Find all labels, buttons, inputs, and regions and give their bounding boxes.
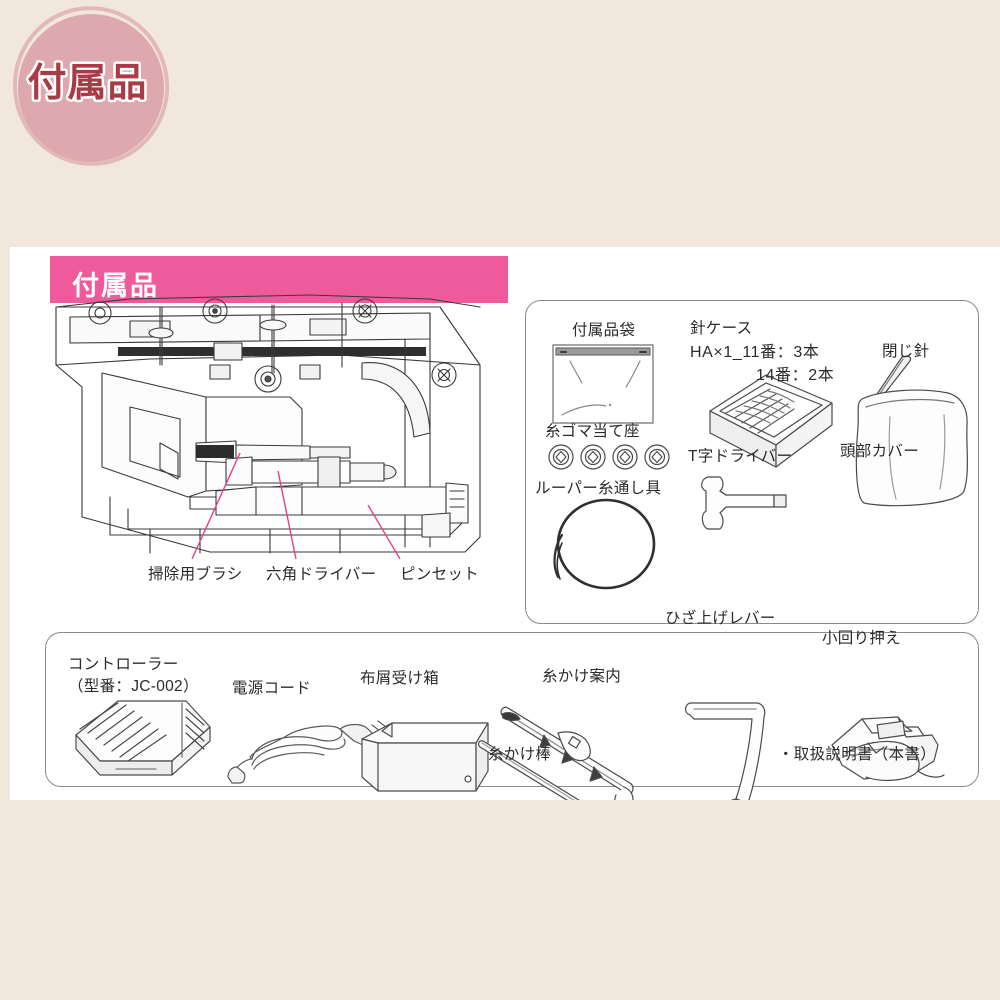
- label-controller-model: （型番：JC-002）: [68, 678, 199, 695]
- label-lint-tray: 布屑受け箱: [360, 670, 440, 687]
- label-small-presser-foot: 小回り押え: [822, 630, 902, 647]
- section-title: 付属品: [72, 271, 159, 301]
- badge-label: 付属品: [27, 62, 148, 105]
- label-knee-lift-lever: ひざ上げレバー: [665, 610, 776, 627]
- callout-label-cleaning-brush: 掃除用ブラシ: [148, 566, 243, 583]
- label-binding-needle: 閉じ針: [882, 343, 930, 360]
- label-spool-washers: 糸ゴマ当て座: [545, 423, 640, 440]
- accessories-badge: 付属品: [0, 0, 200, 200]
- label-needle-spec-14: 14番：2本: [756, 367, 835, 384]
- callout-label-hex-driver: 六角ドライバー: [266, 566, 377, 583]
- section-header-bar: 付属品: [50, 256, 508, 303]
- label-thread-guide-rod: 糸かけ棒: [488, 746, 552, 763]
- label-power-cord: 電源コード: [232, 680, 312, 697]
- label-instruction-manual: ・取扱説明書（本書）: [778, 746, 937, 763]
- content-sheet: 付属品: [10, 247, 1000, 800]
- label-looper-threader: ルーパー糸通し具: [535, 480, 662, 497]
- label-needle-spec-11: HA×1_11番：3本: [690, 344, 820, 361]
- callout-label-tweezers: ピンセット: [400, 566, 480, 583]
- label-controller: コントローラー: [68, 656, 179, 673]
- label-accessory-bag: 付属品袋: [572, 322, 636, 339]
- label-head-cover: 頭部カバー: [840, 443, 920, 460]
- label-needle-case: 針ケース: [690, 320, 753, 337]
- label-thread-guide: 糸かけ案内: [542, 668, 622, 685]
- label-t-driver: T字ドライバー: [688, 448, 793, 465]
